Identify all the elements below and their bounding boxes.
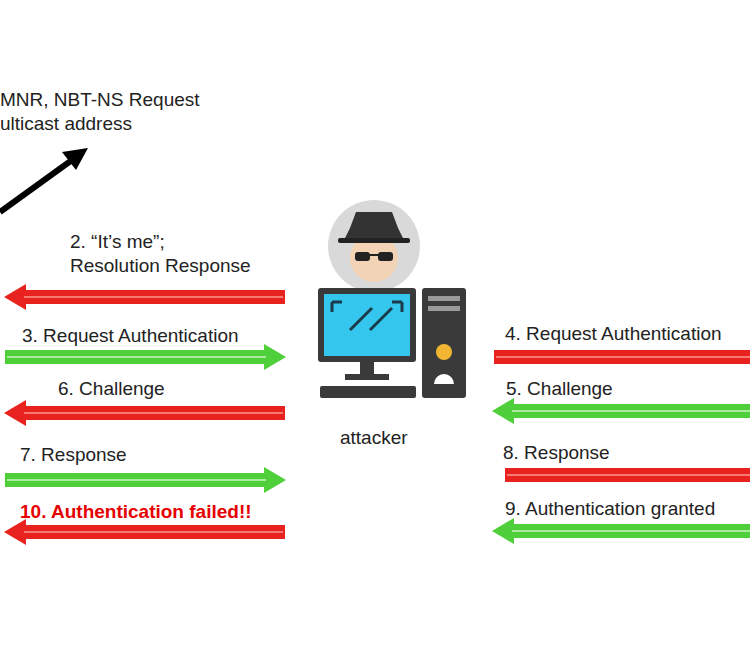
step-label: MNR, NBT-NS Request (0, 88, 200, 112)
step-label: 4. Request Authentication (505, 322, 722, 346)
right-arrows (492, 350, 750, 544)
attacker-computer (318, 200, 466, 398)
step-label: 2. “It’s me”; Resolution Response (70, 230, 255, 278)
step-label: 5. Challenge (506, 377, 613, 401)
step-label: 10. Authentication failed!! (20, 500, 252, 524)
node-caption: attacker (340, 426, 408, 450)
step-label: 7. Response (20, 443, 127, 467)
step-label: 8. Response (503, 441, 610, 465)
request-arrow (0, 160, 72, 212)
step-label: 9. Authentication granted (505, 497, 715, 521)
step-label: ulticast address (0, 112, 132, 136)
step-label: 6. Challenge (58, 377, 165, 401)
step-label: 3. Request Authentication (22, 324, 239, 348)
arrow-head (62, 148, 88, 170)
